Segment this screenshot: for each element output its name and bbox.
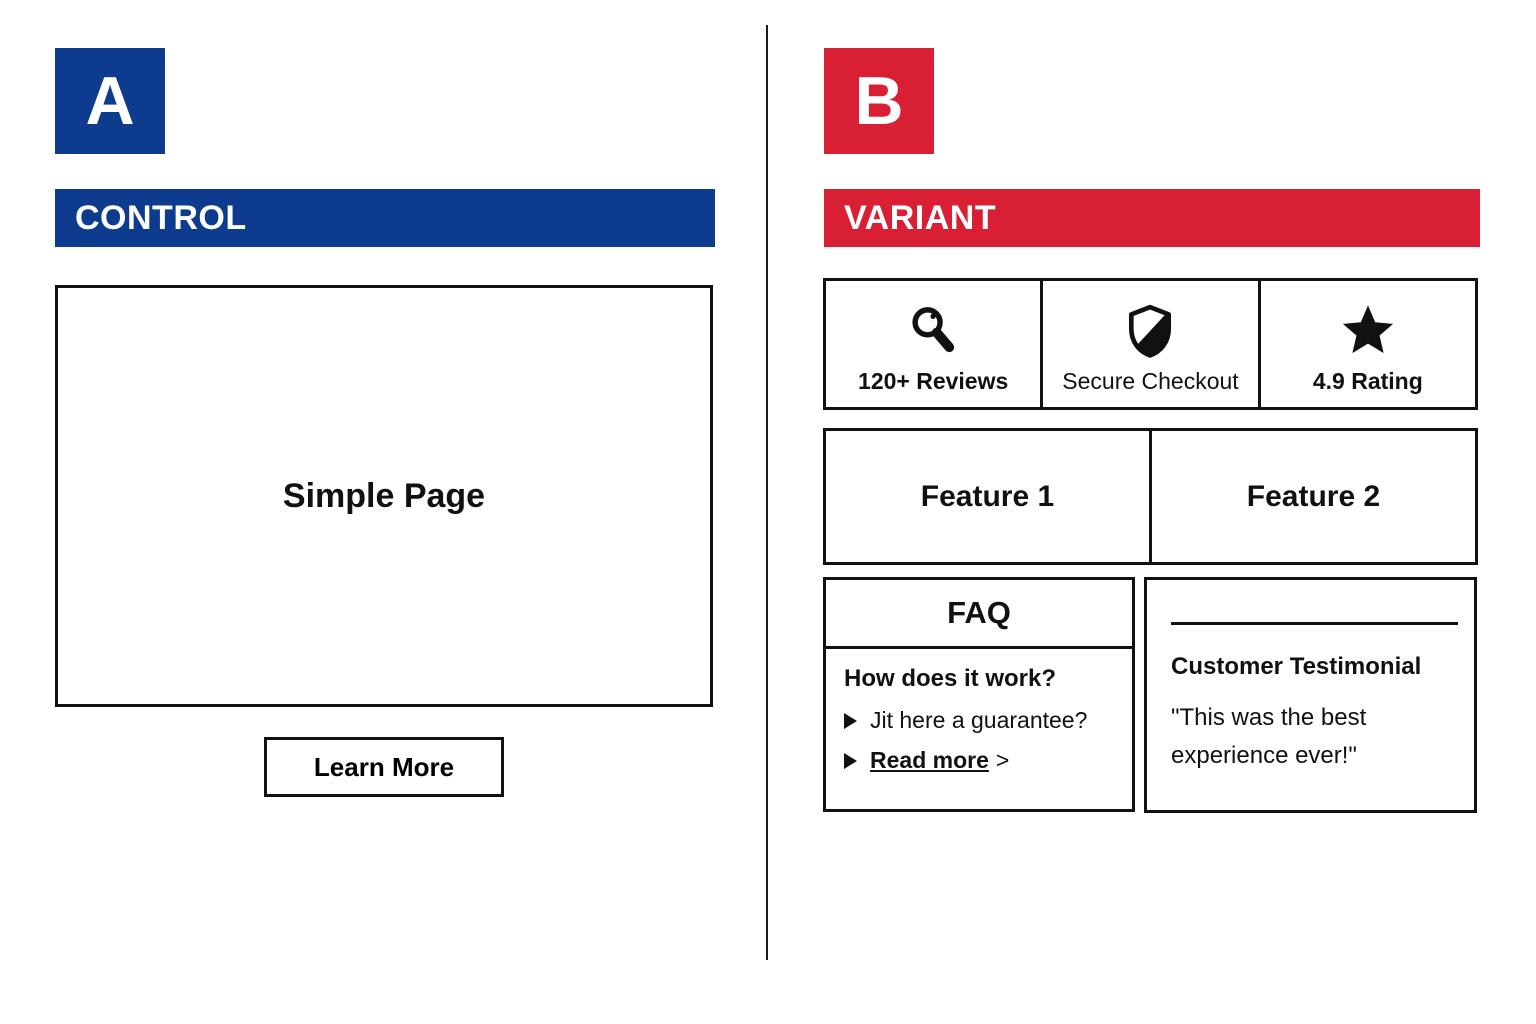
faq-body: How does it work? Jit here a guarantee? … <box>826 649 1132 787</box>
variant-header-bar: VARIANT <box>824 189 1480 247</box>
variant-a-badge-letter: A <box>85 63 135 139</box>
faq-bullet-text: Jit here a guarantee? <box>870 707 1088 733</box>
star-icon <box>1340 300 1396 362</box>
read-more-chevron: > <box>995 747 1010 773</box>
read-more-link[interactable]: Read more <box>870 747 989 773</box>
faq-bullet-item: Jit here a guarantee? <box>844 707 1114 734</box>
variant-header-label: VARIANT <box>844 198 997 237</box>
variant-b-badge-letter: B <box>854 63 904 139</box>
trust-badge-secure-label: Secure Checkout <box>1062 368 1239 394</box>
testimonial-title: Customer Testimonial <box>1171 653 1422 680</box>
control-header-bar: CONTROL <box>55 189 715 247</box>
simple-page-label: Simple Page <box>282 476 486 515</box>
learn-more-button[interactable]: Learn More <box>264 737 504 797</box>
faq-header: FAQ <box>826 580 1132 649</box>
variant-b-badge: B <box>824 48 934 154</box>
control-header-label: CONTROL <box>75 198 247 237</box>
testimonial-divider-line <box>1171 622 1458 625</box>
faq-question-heading: How does it work? <box>844 665 1057 692</box>
feature-2-label: Feature 2 <box>1246 479 1381 513</box>
feature-1-label: Feature 1 <box>920 479 1055 513</box>
testimonial-box: Customer Testimonial "This was the best … <box>1144 577 1477 813</box>
variant-a-badge: A <box>55 48 165 154</box>
faq-title: FAQ <box>947 595 1011 630</box>
trust-badge-reviews-label: 120+ Reviews <box>858 368 1009 394</box>
faq-read-more-item: Read more > <box>844 747 1114 774</box>
trust-badge-rating: 4.9 Rating <box>1257 281 1475 407</box>
triangle-bullet-icon <box>844 712 857 729</box>
learn-more-button-label: Learn More <box>313 751 455 782</box>
trust-badge-secure: Secure Checkout <box>1040 281 1257 407</box>
trust-badges-row: 120+ Reviews Secure Checkout 4.9 Rating <box>823 278 1478 410</box>
faq-box: FAQ How does it work? Jit here a guarant… <box>823 577 1135 812</box>
features-row: Feature 1 Feature 2 <box>823 428 1478 565</box>
trust-badge-reviews: 120+ Reviews <box>826 281 1040 407</box>
triangle-bullet-icon <box>844 752 857 769</box>
trust-badge-rating-label: 4.9 Rating <box>1312 368 1423 394</box>
shield-icon <box>1125 300 1175 362</box>
magnifier-icon <box>907 300 959 362</box>
simple-page-wireframe: Simple Page <box>55 285 713 707</box>
testimonial-quote: "This was the best experience ever!" <box>1171 704 1367 770</box>
feature-2-box: Feature 2 <box>1149 431 1475 562</box>
feature-1-box: Feature 1 <box>826 431 1149 562</box>
center-divider <box>766 25 768 960</box>
